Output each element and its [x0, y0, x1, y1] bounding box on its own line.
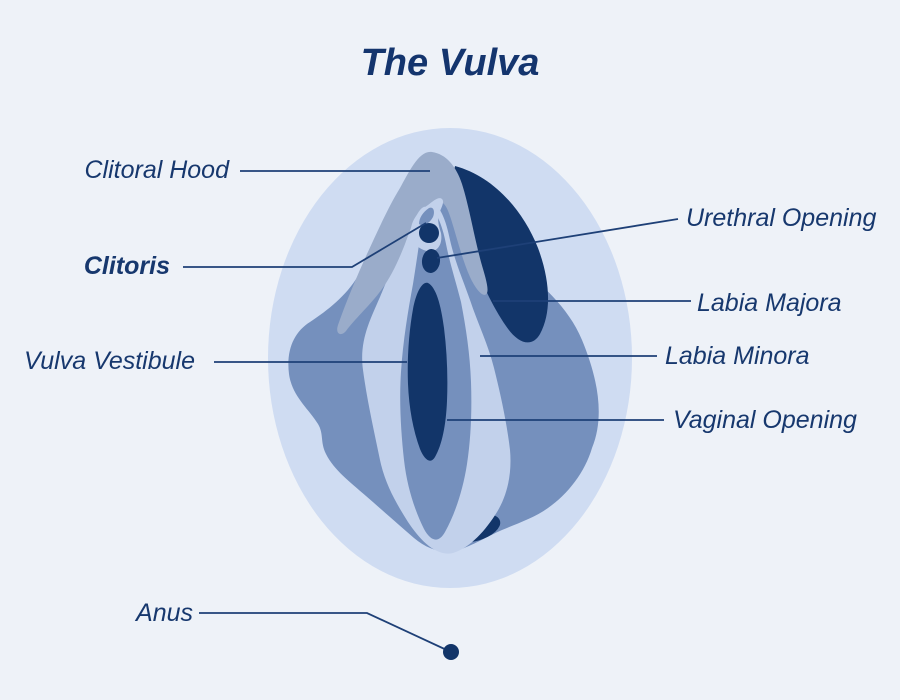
clitoris-glans-shape	[419, 223, 439, 243]
shadow-crescent-shape	[453, 166, 549, 343]
label-anus: Anus	[136, 599, 193, 627]
label-urethral-opening: Urethral Opening	[686, 204, 877, 232]
label-labia-minora: Labia Minora	[665, 342, 810, 370]
label-vulva-vestibule: Vulva Vestibule	[24, 347, 195, 375]
leader-line-urethral-opening	[436, 218, 679, 259]
leader-lines	[183, 170, 691, 653]
leader-line-clitoris	[183, 222, 427, 268]
label-clitoral-hood: Clitoral Hood	[84, 156, 229, 184]
clitoris-hollow-shape	[419, 207, 434, 226]
diagram-title: The Vulva	[360, 42, 540, 84]
leader-line-anus	[199, 612, 452, 653]
label-vaginal-opening: Vaginal Opening	[673, 406, 857, 434]
vaginal-opening-shape	[407, 282, 448, 461]
urethral-opening-shape	[421, 249, 441, 273]
label-clitoris: Clitoris	[83, 252, 170, 280]
anus-dot	[443, 644, 459, 660]
label-labia-majora: Labia Majora	[697, 289, 842, 317]
clitoral-hood-shape	[337, 151, 488, 335]
